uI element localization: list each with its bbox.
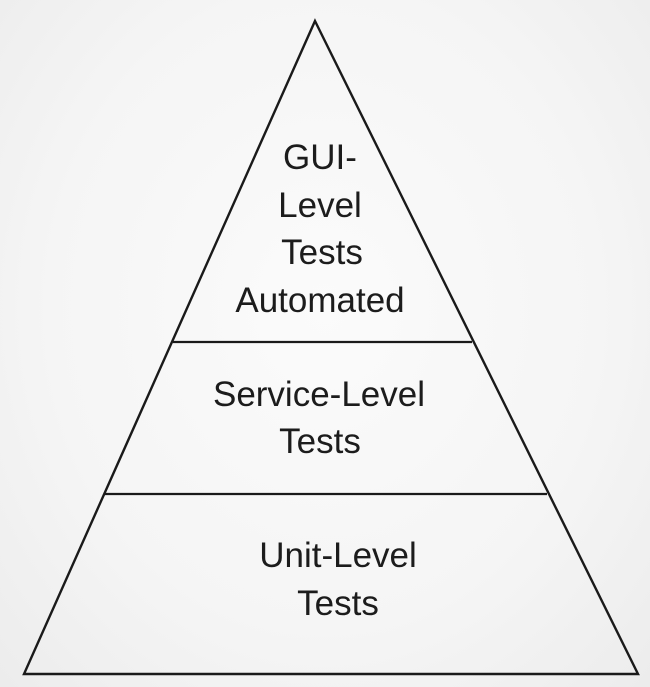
tier-bottom-line-2: Tests (297, 584, 379, 623)
tier-bottom-line-1: Unit-Level (259, 536, 417, 575)
tier-top-line-3: Tests (281, 233, 363, 272)
tier-top-line-4: Automated (235, 281, 404, 320)
tier-middle-line-1: Service-Level (213, 375, 425, 414)
tier-bottom-label: Unit-Level Tests (259, 536, 417, 623)
pyramid-outline (22, 18, 640, 676)
tier-middle-label: Service-Level Tests (213, 375, 425, 461)
tier-top-label: GUI- Level Tests Automated (235, 138, 404, 320)
tier-top-line-1: GUI- (283, 138, 357, 177)
tier-middle-line-2: Tests (279, 422, 361, 461)
tier-top-line-2: Level (278, 186, 362, 225)
